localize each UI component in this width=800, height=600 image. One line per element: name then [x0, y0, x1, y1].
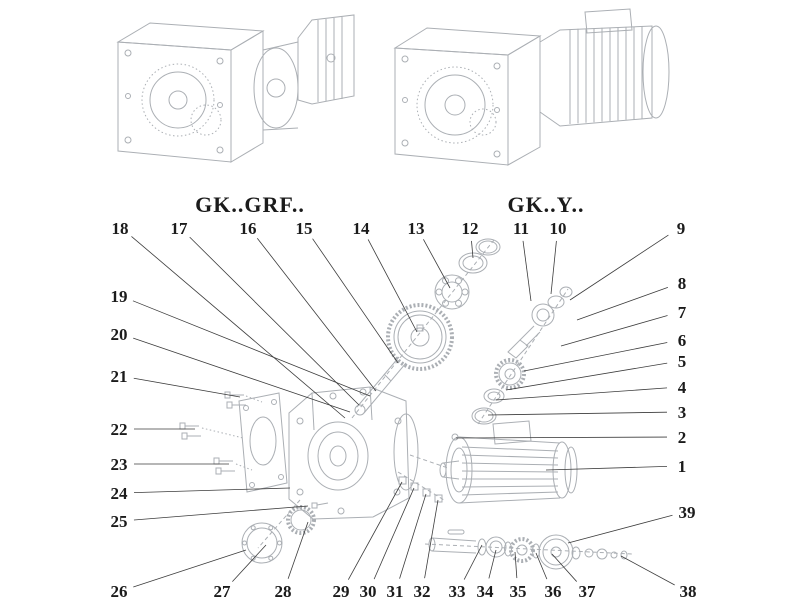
leader-line-25 [133, 505, 309, 521]
leader-line-9 [569, 234, 669, 301]
part-number-31: 31 [387, 582, 404, 600]
leader-line-2 [455, 436, 668, 439]
intermediate-gear-seals-drawing [472, 360, 524, 424]
part-number-23: 23 [111, 455, 128, 474]
leader-line-14 [367, 239, 418, 333]
leader-line-21 [133, 377, 241, 398]
bearing-cover-drawing [242, 503, 328, 563]
leader-line-20 [133, 337, 351, 413]
part-number-28: 28 [275, 582, 292, 600]
part-number-20: 20 [111, 325, 128, 344]
leader-line-30 [373, 487, 415, 580]
part-number-9: 9 [677, 219, 686, 238]
leader-line-36 [535, 552, 548, 580]
leader-line-16 [256, 237, 377, 392]
part-number-4: 4 [678, 378, 687, 397]
exploded-view-drawing [180, 239, 632, 569]
main-gear-shaft-drawing [355, 305, 452, 415]
gear-housing-drawing [289, 387, 418, 519]
part-number-1: 1 [678, 457, 687, 476]
leader-line-10 [550, 240, 557, 295]
part-number-5: 5 [678, 352, 687, 371]
leader-line-5 [505, 362, 668, 391]
part-number-19: 19 [111, 287, 128, 306]
bearing-and-rings-drawing [435, 239, 500, 309]
leader-line-33 [463, 544, 483, 580]
leader-line-32 [424, 499, 439, 579]
leader-line-18 [131, 236, 346, 419]
gearbox-grf-drawing [118, 15, 354, 162]
part-number-2: 2 [678, 428, 687, 447]
part-number-17: 17 [171, 219, 189, 238]
flange-plate-drawing [239, 393, 287, 492]
part-number-37: 37 [579, 582, 597, 600]
part-number-7: 7 [678, 303, 687, 322]
leader-line-31 [399, 493, 427, 579]
part-number-8: 8 [678, 274, 687, 293]
part-number-11: 11 [513, 219, 529, 238]
part-number-27: 27 [214, 582, 232, 600]
model-label-y: GK..Y.. [507, 192, 584, 217]
part-number-16: 16 [240, 219, 257, 238]
leader-line-27 [232, 544, 267, 582]
leader-line-12 [471, 240, 474, 259]
leader-line-35 [514, 551, 518, 579]
leader-line-4 [495, 387, 668, 401]
part-number-32: 32 [414, 582, 431, 600]
motor-drawing [440, 421, 577, 503]
leader-line-6 [523, 342, 668, 372]
assembly-axis-lines [258, 240, 632, 554]
part-number-30: 30 [360, 582, 377, 600]
part-number-21: 21 [111, 367, 128, 386]
leader-line-1 [545, 465, 668, 471]
part-number-15: 15 [296, 219, 313, 238]
part-number-12: 12 [462, 219, 479, 238]
leader-line-19 [132, 300, 371, 397]
part-number-25: 25 [111, 512, 128, 531]
part-number-39: 39 [679, 503, 696, 522]
part-number-14: 14 [353, 219, 371, 238]
leader-line-26 [133, 549, 247, 588]
leader-line-15 [312, 238, 399, 364]
gearbox-y-drawing [395, 9, 669, 165]
leader-line-24 [133, 487, 291, 494]
leader-line-37 [551, 553, 577, 582]
leader-line-3 [487, 411, 668, 416]
part-number-29: 29 [333, 582, 350, 600]
part-number-6: 6 [678, 331, 687, 350]
leader-line-11 [522, 240, 532, 302]
part-number-22: 22 [111, 420, 128, 439]
part-number-36: 36 [545, 582, 562, 600]
part-number-34: 34 [477, 582, 495, 600]
part-number-38: 38 [680, 582, 697, 600]
leader-line-34 [488, 549, 497, 579]
leader-line-29 [347, 481, 403, 580]
part-number-26: 26 [111, 582, 128, 600]
output-shaft-assembly-drawing [429, 530, 627, 569]
leader-line-8 [576, 286, 668, 321]
leader-line-38 [620, 555, 675, 586]
part-number-10: 10 [550, 219, 567, 238]
leader-line-13 [423, 239, 451, 289]
part-number-13: 13 [408, 219, 425, 238]
leader-line-7 [560, 315, 668, 347]
part-number-18: 18 [112, 219, 129, 238]
part-number-35: 35 [510, 582, 527, 600]
leader-line-17 [189, 236, 360, 406]
input-pinion-assembly-drawing [508, 287, 572, 358]
part-number-24: 24 [111, 484, 129, 503]
flange-bolts-drawing [180, 392, 262, 474]
model-label-grf: GK..GRF.. [195, 192, 305, 217]
leader-line-39 [567, 514, 673, 544]
part-number-3: 3 [678, 403, 687, 422]
fastener-row-drawing [399, 477, 442, 502]
leader-line-28 [287, 521, 309, 579]
part-number-33: 33 [449, 582, 466, 600]
